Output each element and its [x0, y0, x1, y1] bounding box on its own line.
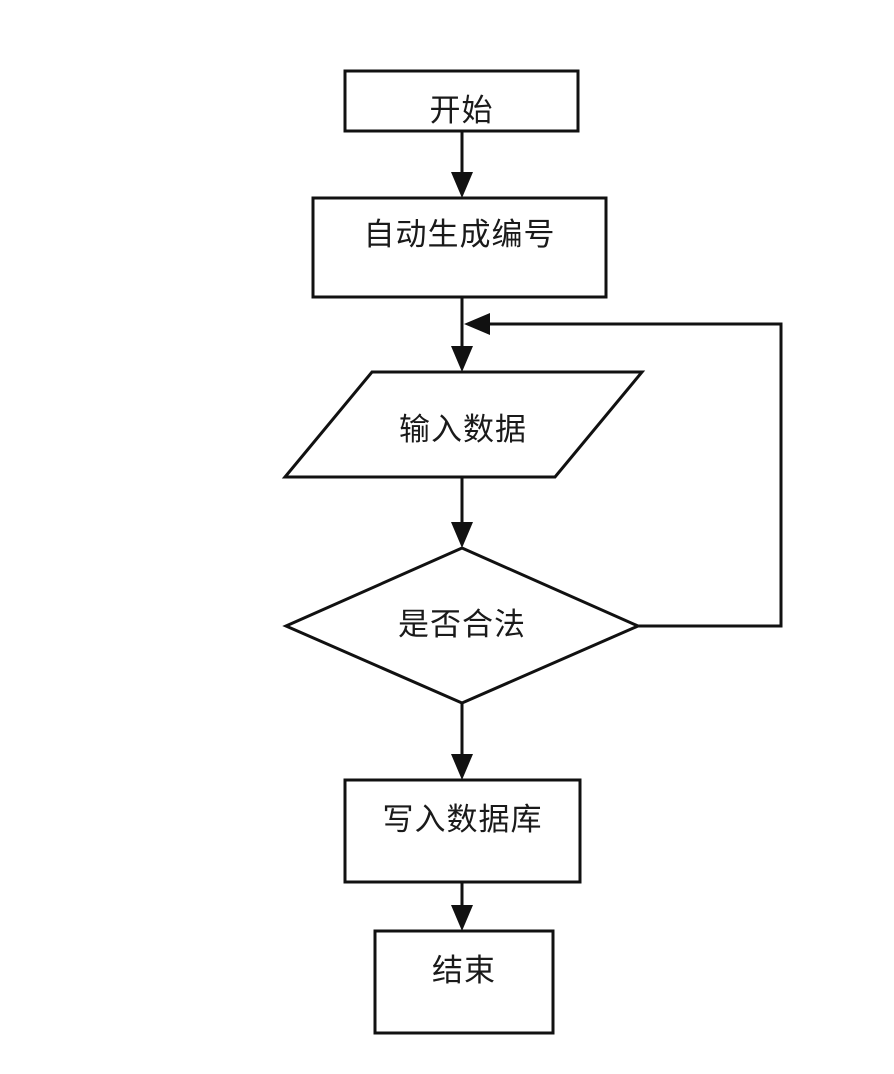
- node-is-valid-label: 是否合法: [398, 607, 526, 643]
- edge-auto-number-to-input-data: [451, 297, 473, 372]
- node-write-db-label: 写入数据库: [382, 802, 543, 838]
- node-start-label: 开始: [429, 93, 494, 129]
- node-auto-number-label: 自动生成编号: [363, 217, 556, 253]
- edge-is-valid-to-write-db: [451, 703, 473, 780]
- edge-write-db-to-end: [451, 882, 473, 931]
- node-is-valid-shape[interactable]: [282, 546, 642, 705]
- node-end-shape[interactable]: [373, 929, 555, 1035]
- node-end-label: 结束: [432, 953, 496, 989]
- edge-start-to-auto-number: [451, 131, 473, 198]
- node-input-data-shape[interactable]: [281, 370, 646, 479]
- node-auto-number-shape[interactable]: [311, 196, 608, 299]
- node-write-db-shape[interactable]: [343, 778, 582, 884]
- node-input-data-label: 输入数据: [399, 412, 527, 448]
- edge-is-valid-feedback-loop: [464, 313, 783, 628]
- edge-input-data-to-is-valid: [451, 477, 473, 548]
- node-start-shape[interactable]: [343, 69, 580, 133]
